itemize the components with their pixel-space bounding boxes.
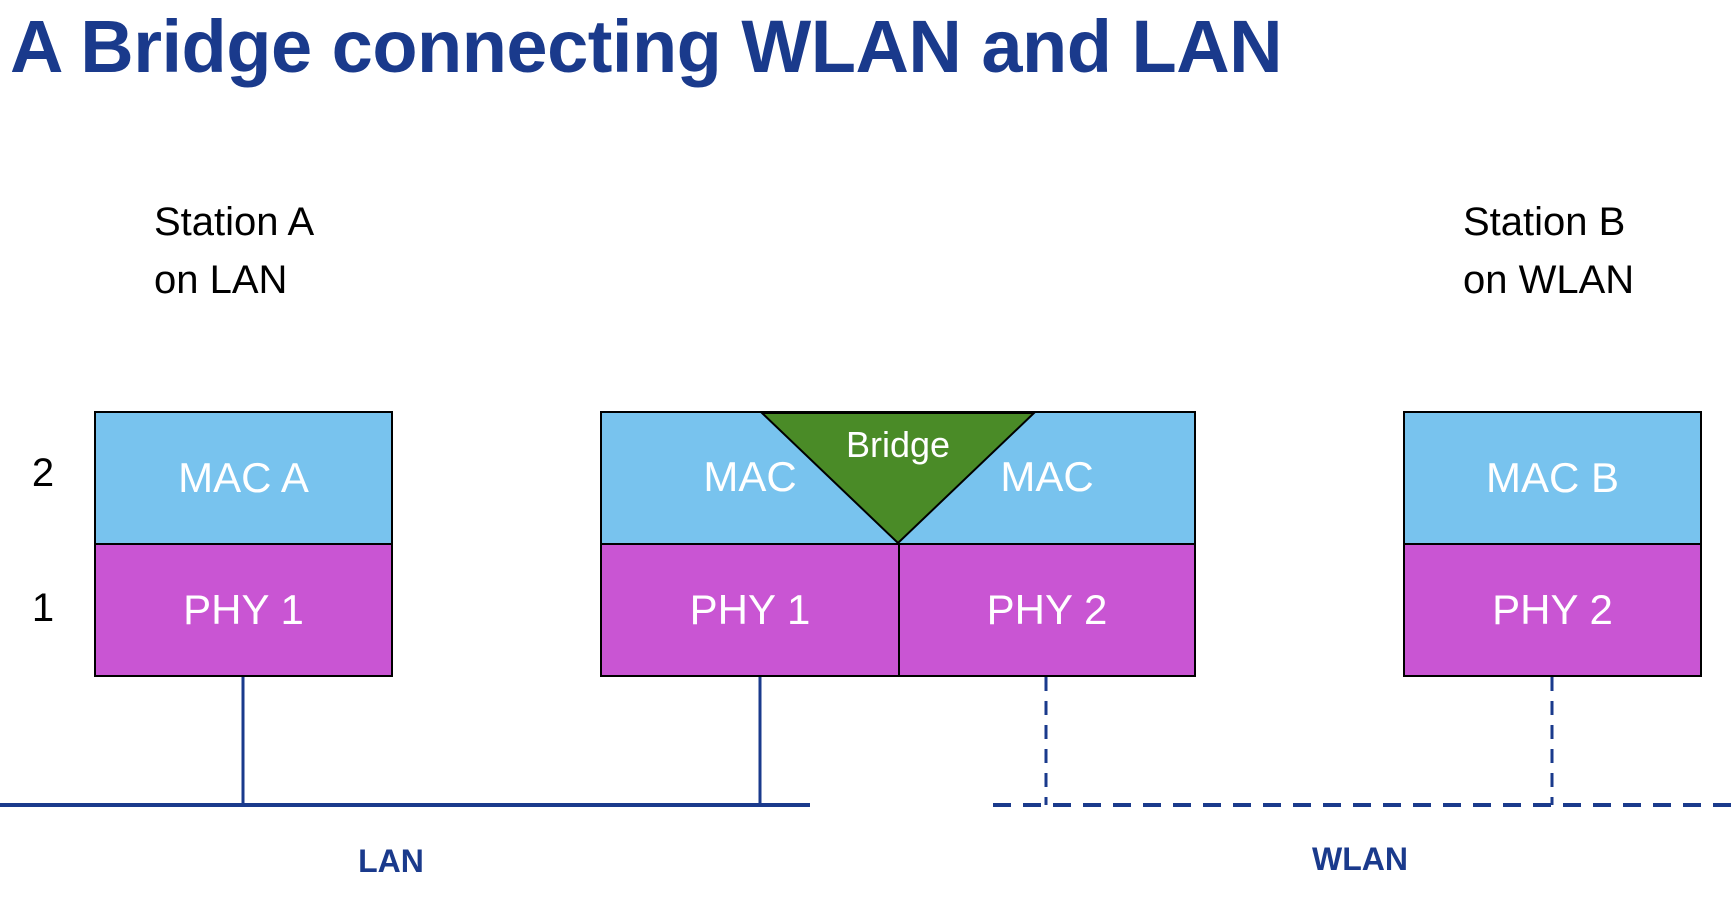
bridge-mac-right-label: MAC xyxy=(1000,453,1094,500)
layer-1-number: 1 xyxy=(31,586,55,630)
station-b-mac-box: MAC B xyxy=(1403,411,1702,545)
station-a-line2: on LAN xyxy=(154,258,288,302)
station-a-mac-label: MAC A xyxy=(178,454,309,501)
station-b-label: Station B on WLAN xyxy=(1463,193,1634,309)
station-b-phy-box: PHY 2 xyxy=(1403,543,1702,677)
station-b-phy-label: PHY 2 xyxy=(1492,586,1613,633)
station-a-phy-box: PHY 1 xyxy=(94,543,393,677)
bridge-mac-left-label: MAC xyxy=(703,453,797,500)
layer-2-number: 2 xyxy=(31,451,55,495)
bridge-label: Bridge xyxy=(845,424,951,465)
station-b-mac-label: MAC B xyxy=(1485,454,1619,501)
bridge-phy-right-label: PHY 2 xyxy=(986,586,1108,633)
station-b-line2: on WLAN xyxy=(1463,258,1635,302)
lan-label: LAN xyxy=(358,843,424,879)
bridge-triangle xyxy=(759,412,1037,545)
station-a-mac-box: MAC A xyxy=(94,411,393,545)
bridge-phy-left-label: PHY 1 xyxy=(689,586,811,633)
page-title: A Bridge connecting WLAN and LAN xyxy=(10,5,1283,88)
wlan-label: WLAN xyxy=(1312,841,1408,877)
station-a-line1: Station A xyxy=(154,200,315,244)
station-b-line1: Station B xyxy=(1463,200,1626,244)
bridge-phy-right-box: PHY 2 xyxy=(898,543,1196,677)
station-a-label: Station A on LAN xyxy=(154,193,314,309)
station-a-phy-label: PHY 1 xyxy=(183,586,304,633)
